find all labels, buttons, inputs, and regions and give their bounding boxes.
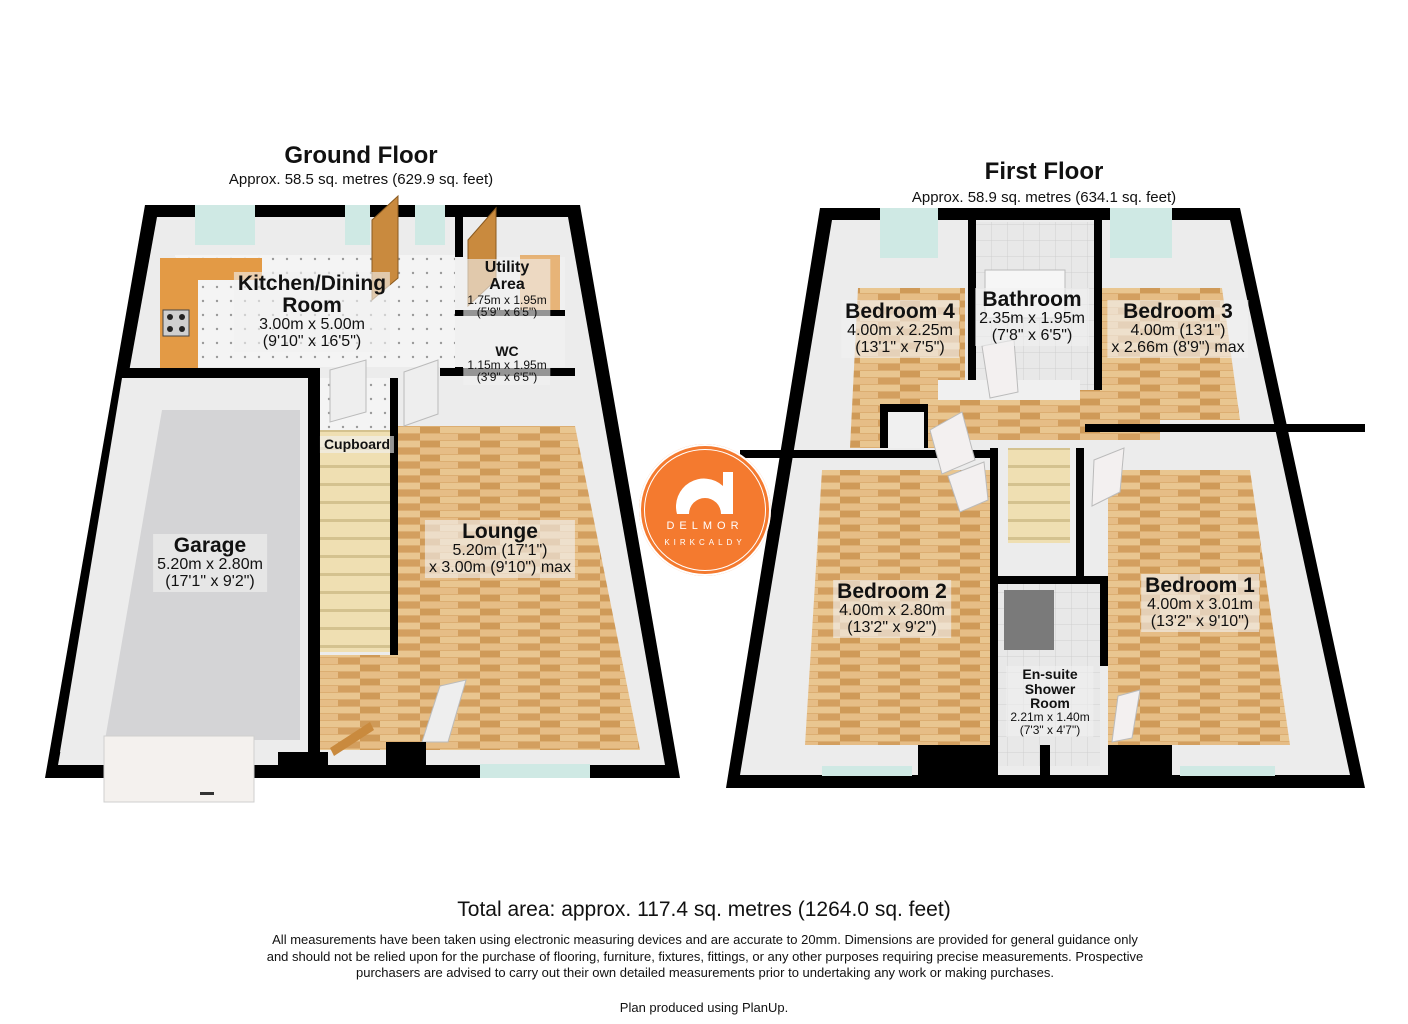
room-label-bathroom: Bathroom 2.35m x 1.95m (7'8" x 6'5") [975, 288, 1089, 346]
door [1111, 689, 1141, 743]
produced-by: Plan produced using PlanUp. [619, 1000, 789, 1015]
staircase [1008, 448, 1070, 543]
room-label-utility-area: Utility Area 1.75m x 1.95m (5'9" x 6'5") [463, 259, 551, 320]
logo-brand: DELMOR [666, 520, 744, 532]
door [929, 411, 976, 475]
total-area: Total area: approx. 117.4 sq. metres (12… [457, 898, 951, 921]
ground-floor-title: Ground Floor [284, 142, 438, 169]
lounge-floor [320, 426, 640, 750]
room-label-bedroom-4: Bedroom 4 4.00m x 2.25m (13'1" x 7'5") [841, 300, 959, 358]
staircase [320, 430, 390, 652]
window [880, 208, 938, 258]
ground-floor-area: Approx. 58.5 sq. metres (629.9 sq. feet) [228, 171, 494, 188]
hob-icon [162, 309, 190, 337]
shower-tray [1004, 590, 1054, 650]
door [330, 722, 374, 756]
kitchen-counter [160, 258, 262, 368]
disclaimer-text: All measurements have been taken using e… [266, 932, 1144, 980]
room-label-lounge: Lounge 5.20m (17'1") x 3.00m (9'10") max [424, 520, 576, 578]
garage-door [103, 735, 255, 803]
window [1110, 208, 1172, 258]
logo-town: KIRKCALDY [664, 538, 746, 547]
house-arch-icon [675, 472, 733, 514]
room-label-bedroom-3: Bedroom 3 4.00m (13'1") x 2.66m (8'9") m… [1107, 300, 1249, 358]
window [195, 205, 255, 245]
first-floor-title: First Floor [984, 158, 1104, 185]
door [421, 679, 467, 743]
delmor-kirkcaldy-logo: DELMOR KIRKCALDY [639, 444, 771, 576]
door [947, 461, 989, 513]
room-label-wc: WC 1.15m x 1.95m (3'9" x 6'5") [463, 343, 551, 385]
room-label-cupboard: Cupboard [319, 436, 395, 453]
window [345, 205, 370, 245]
window [415, 205, 445, 245]
room-label-kitchen-dining: Kitchen/Dining Room 3.00m x 5.00m (9'10"… [233, 272, 391, 352]
room-label-ensuite-shower-room: En-suite Shower Room 2.21m x 1.40m (7'3"… [1006, 666, 1094, 738]
door [1091, 447, 1125, 507]
room-label-bedroom-1: Bedroom 1 4.00m x 3.01m (13'2" x 9'10") [1141, 574, 1259, 632]
door [329, 359, 367, 423]
room-label-bedroom-2: Bedroom 2 4.00m x 2.80m (13'2" x 9'2") [833, 580, 951, 638]
door [403, 359, 439, 427]
room-label-garage: Garage 5.20m x 2.80m (17'1" x 9'2") [153, 534, 267, 592]
first-floor-area: Approx. 58.9 sq. metres (634.1 sq. feet) [911, 189, 1177, 206]
